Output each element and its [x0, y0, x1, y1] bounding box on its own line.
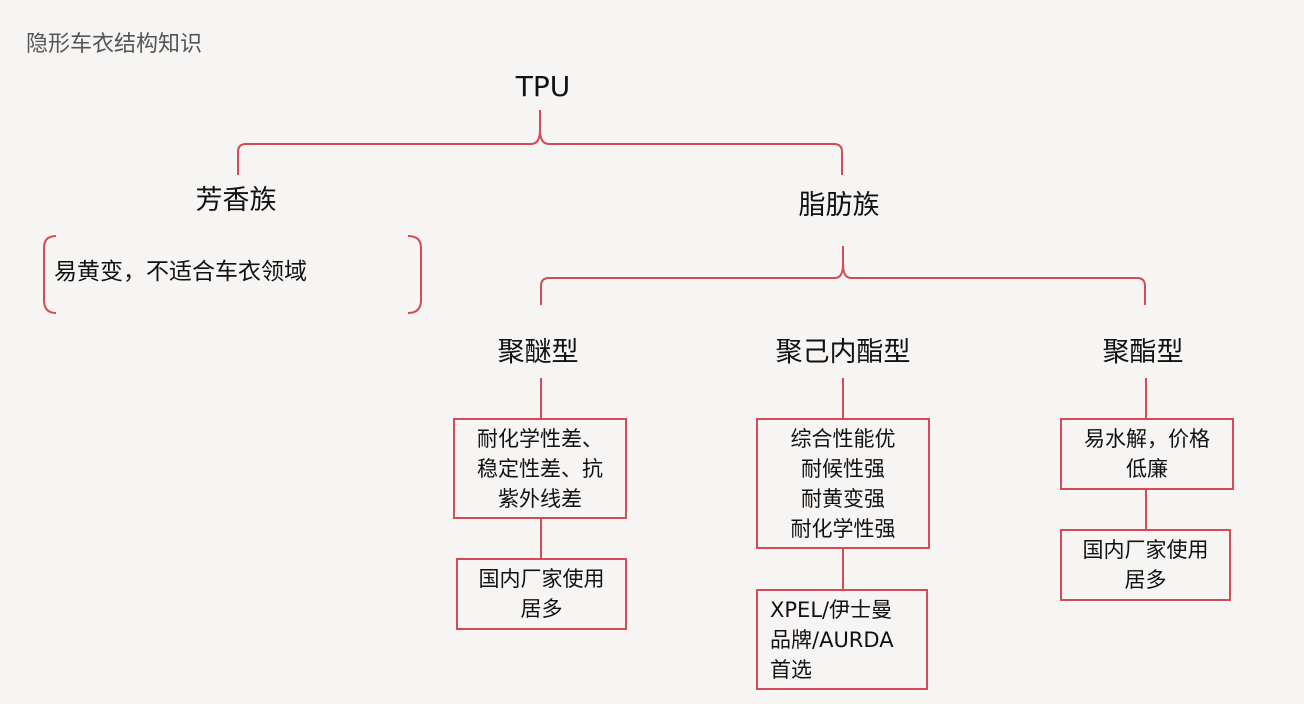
tpu-brace [237, 110, 843, 175]
aromatic-note-bracket-left [43, 235, 57, 314]
page-title: 隐形车衣结构知识 [26, 32, 203, 57]
root-node-tpu: TPU [515, 70, 571, 103]
aliphatic-brace [540, 246, 1146, 305]
node-polyester: 聚酯型 [1102, 337, 1184, 368]
polycaprolactone-properties-box: 综合性能优 耐候性强 耐黄变强 耐化学性强 [756, 418, 930, 549]
polycaprolactone-brands-box: XPEL/伊士曼 品牌/AURDA 首选 [756, 589, 928, 690]
aromatic-note: 易黄变，不适合车衣领域 [54, 259, 307, 285]
polyether-usage-box: 国内厂家使用 居多 [456, 558, 627, 630]
node-polycaprolactone: 聚己内酯型 [775, 337, 911, 368]
polyester-usage-box: 国内厂家使用 居多 [1060, 529, 1231, 601]
aromatic-note-bracket-right [407, 235, 422, 314]
polyether-properties-box: 耐化学性差、 稳定性差、抗 紫外线差 [453, 418, 627, 519]
polyester-properties-box: 易水解，价格 低廉 [1060, 418, 1234, 490]
node-polyether: 聚醚型 [497, 337, 579, 368]
node-aliphatic: 脂肪族 [798, 190, 880, 221]
node-aromatic: 芳香族 [195, 185, 277, 216]
